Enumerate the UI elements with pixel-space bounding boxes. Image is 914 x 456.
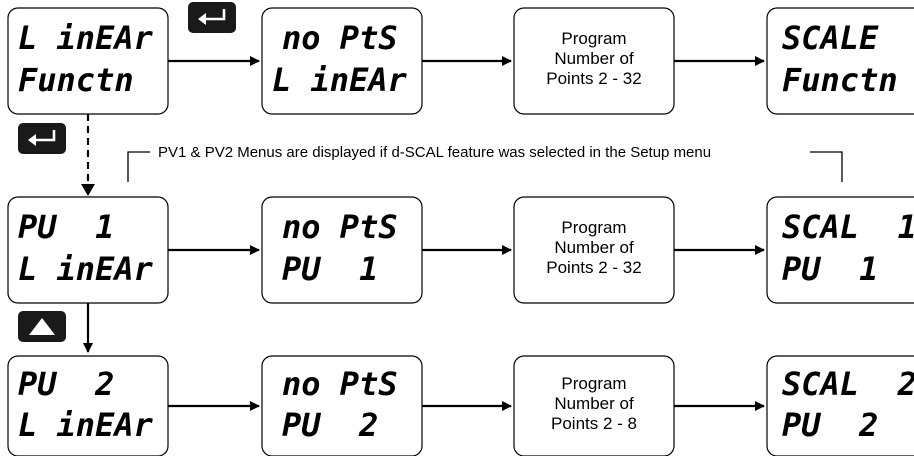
display-line-1: SCAL 1	[782, 208, 914, 246]
display-line-1: PU 1	[18, 208, 114, 246]
step-text-line-1: Program	[561, 218, 626, 237]
step-text-line-3: Points 2 - 32	[546, 69, 641, 88]
step-text-line-2: Number of	[554, 49, 634, 68]
display-scale-pv2	[766, 355, 914, 456]
display-line-2: PU 1	[282, 250, 378, 288]
row-1: L inEAr Functn no PtS L inEAr Program Nu…	[7, 7, 914, 115]
display-line-2: L inEAr	[18, 406, 154, 444]
row-3: PU 2 L inEAr no PtS PU 2 Program Number …	[7, 355, 914, 456]
display-line-2: L inEAr	[18, 250, 154, 288]
display-line-1: no PtS	[282, 365, 398, 403]
display-line-2: PU 1	[782, 250, 878, 288]
display-line-1: SCAL 2	[782, 365, 914, 403]
display-scale-function	[766, 7, 914, 115]
bracket-left	[127, 151, 150, 182]
display-line-1: PU 2	[18, 365, 114, 403]
step-text-line-2: Number of	[554, 238, 634, 257]
d-scal-note: PV1 & PV2 Menus are displayed if d-SCAL …	[158, 144, 711, 161]
step-text-line-3: Points 2 - 8	[551, 414, 637, 433]
arrowhead	[81, 184, 95, 196]
display-line-1: SCALE	[782, 19, 879, 57]
step-text-line-2: Number of	[554, 394, 634, 413]
display-scale-pv1	[766, 196, 914, 304]
step-text-line-3: Points 2 - 32	[546, 258, 641, 277]
bracket-right	[810, 151, 843, 182]
display-line-2: PU 2	[282, 406, 378, 444]
step-text-line-1: Program	[561, 374, 626, 393]
display-line-2: Functn	[782, 61, 898, 99]
up-arrow-key-icon	[18, 311, 66, 342]
row-2: PU 1 L inEAr no PtS PU 1 Program Number …	[7, 196, 914, 304]
step-text-line-1: Program	[561, 29, 626, 48]
display-line-1: no PtS	[282, 208, 398, 246]
display-line-1: no PtS	[282, 19, 398, 57]
enter-key-icon	[18, 123, 66, 154]
display-line-2: PU 2	[782, 406, 878, 444]
display-line-2: L inEAr	[272, 61, 408, 99]
enter-key-icon	[188, 2, 236, 33]
display-line-2: Functn	[18, 61, 134, 99]
display-line-1: L inEAr	[18, 19, 154, 57]
